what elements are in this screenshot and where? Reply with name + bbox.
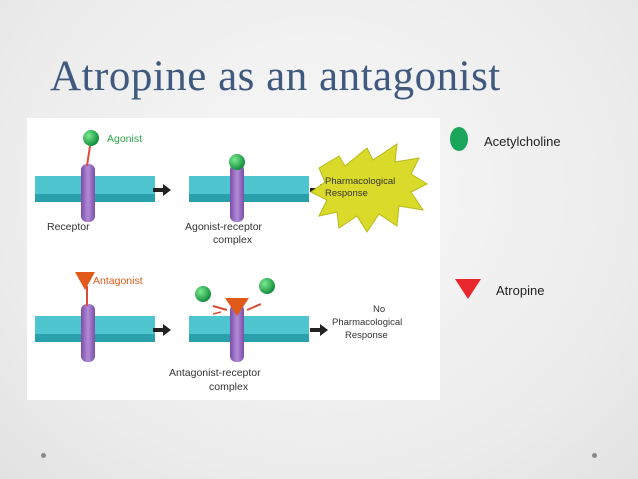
agonist-label: Agonist [107, 133, 142, 145]
membrane [189, 176, 309, 194]
no-response-label-line2: Pharmacological [332, 317, 402, 328]
response-starburst [310, 142, 429, 233]
receptor-unit-3 [35, 272, 155, 362]
green-oval-icon [450, 127, 468, 151]
legend-acetylcholine: Acetylcholine [484, 134, 561, 149]
mechanism-figure: Agonist Receptor Agonist-receptor comple… [27, 118, 440, 400]
receptor [81, 304, 95, 362]
slide-title: Atropine as an antagonist [50, 53, 501, 100]
membrane [189, 316, 309, 334]
receptor-label: Receptor [47, 221, 90, 233]
antagonist-molecule [75, 272, 95, 290]
receptor-unit-1 [35, 130, 155, 222]
response-label-line1: Pharmacological [325, 176, 395, 187]
agonist-molecule [259, 278, 275, 294]
receptor-unit-4 [189, 278, 309, 362]
receptor [81, 164, 95, 222]
legend-atropine: Atropine [496, 283, 545, 298]
agonist-molecule [83, 130, 99, 146]
arrow-right-icon [153, 184, 171, 196]
receptor [230, 164, 244, 222]
arrow-right-icon [310, 324, 328, 336]
antagonist-complex-label-line1: Antagonist-receptor [169, 367, 261, 379]
receptor [230, 304, 244, 362]
no-response-label-line1: No [373, 304, 385, 315]
slide-bullet-left [41, 453, 46, 458]
agonist-complex-label-line2: complex [213, 234, 253, 246]
mechanism-diagram: Agonist Receptor Agonist-receptor comple… [35, 130, 429, 393]
antagonist-molecule [225, 298, 249, 316]
response-label-line2: Response [325, 188, 368, 199]
receptor-unit-2 [189, 154, 309, 222]
slide-bullet-right [592, 453, 597, 458]
red-triangle-icon [455, 279, 481, 299]
agonist-molecule [229, 154, 245, 170]
arrow-right-icon [153, 324, 171, 336]
antagonist-label: Antagonist [93, 275, 143, 287]
agonist-complex-label-line1: Agonist-receptor [185, 221, 263, 233]
antagonist-complex-label-line2: complex [209, 381, 249, 393]
agonist-molecule [195, 286, 211, 302]
no-response-label-line3: Response [345, 330, 388, 341]
